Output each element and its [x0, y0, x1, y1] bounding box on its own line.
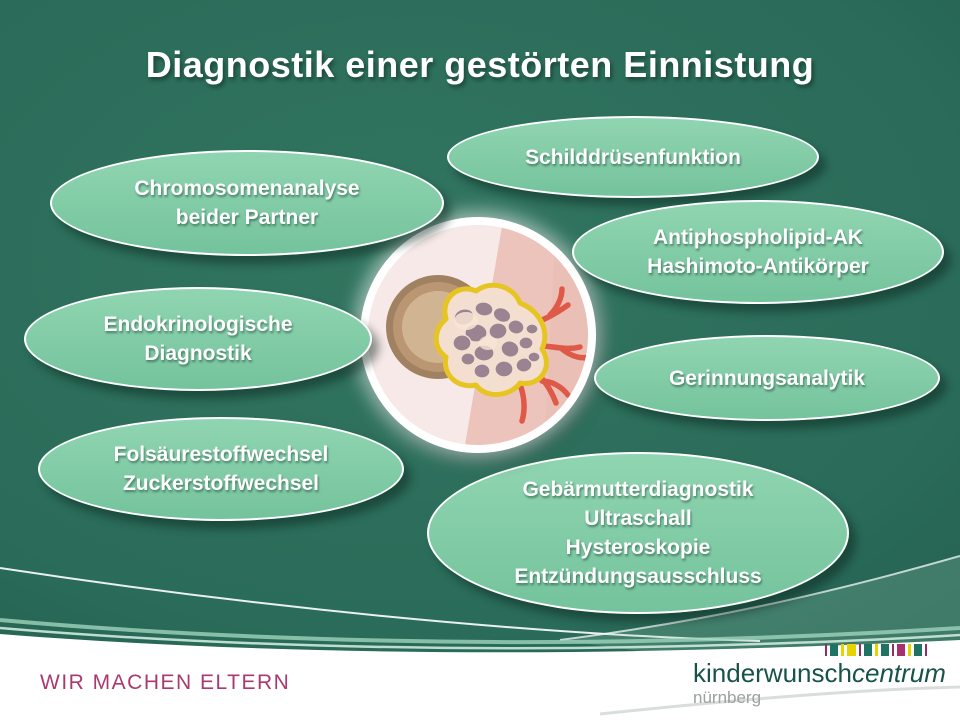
bubble-line: Antiphospholipid-AK	[653, 226, 863, 249]
bubble-line: Gebärmutterdiagnostik	[522, 478, 754, 501]
logo-bar	[897, 644, 905, 656]
bubble-line: Hysteroskopie	[565, 536, 711, 559]
bubble-folsaeure-zuckerstoffwechsel: Folsäurestoffwechsel Zuckerstoffwechsel	[38, 417, 404, 521]
logo-bar	[881, 644, 889, 656]
slide-title: Diagnostik einer gestörten Einnistung	[145, 44, 815, 85]
bubble-line: Hashimoto-Antikörper	[647, 255, 869, 278]
logo-bar	[859, 644, 861, 656]
bubble-schilddruesenfunktion: Schilddrüsenfunktion	[447, 116, 819, 198]
tagline: WIR MACHEN ELTERN	[40, 671, 291, 694]
logo-bar	[892, 644, 894, 656]
bubble-line: Schilddrüsenfunktion	[525, 145, 741, 169]
bubble-line: Endokrinologische	[103, 313, 293, 336]
bubble-antiphospholipid: Antiphospholipid-AK Hashimoto-Antikörper	[572, 200, 944, 304]
logo-bar	[847, 644, 856, 656]
logo-bar	[830, 644, 838, 656]
logo-name-main: kinderwunsch	[693, 658, 852, 688]
logo-bar	[925, 644, 927, 656]
clinic-logo: kinderwunschcentrum nürnberg	[693, 644, 946, 708]
bubble-endokrinologische-diagnostik: Endokrinologische Diagnostik	[24, 287, 372, 391]
embryo-implantation-icon	[368, 225, 588, 445]
logo-bar	[864, 644, 872, 656]
logo-city: nürnberg	[693, 687, 762, 707]
logo-name-accent: centrum	[851, 658, 946, 688]
bubble-line: Folsäurestoffwechsel	[113, 443, 329, 466]
logo-bar	[825, 644, 827, 656]
bubble-line: Ultraschall	[584, 507, 692, 530]
bubble-line: beider Partner	[175, 206, 319, 229]
implantation-illustration	[360, 217, 596, 453]
logo-bar	[914, 644, 922, 656]
bubble-line: Gerinnungsanalytik	[668, 366, 866, 390]
bubble-gebaermutterdiagnostik: Gebärmutterdiagnostik Ultraschall Hyster…	[427, 452, 849, 614]
bubble-line: Entzündungsausschluss	[514, 565, 762, 588]
logo-bar	[908, 644, 911, 656]
logo-bars	[693, 644, 927, 656]
bubble-chromosomenanalyse: Chromosomenanalyse beider Partner	[50, 150, 444, 256]
logo-bar	[875, 644, 878, 656]
bubble-line: Diagnostik	[144, 342, 252, 365]
bubble-line: Zuckerstoffwechsel	[122, 472, 320, 495]
bubble-gerinnungsanalytik: Gerinnungsanalytik	[594, 335, 940, 421]
bubble-line: Chromosomenanalyse	[134, 177, 360, 200]
logo-name: kinderwunschcentrum	[693, 658, 946, 688]
logo-bar	[841, 644, 844, 656]
